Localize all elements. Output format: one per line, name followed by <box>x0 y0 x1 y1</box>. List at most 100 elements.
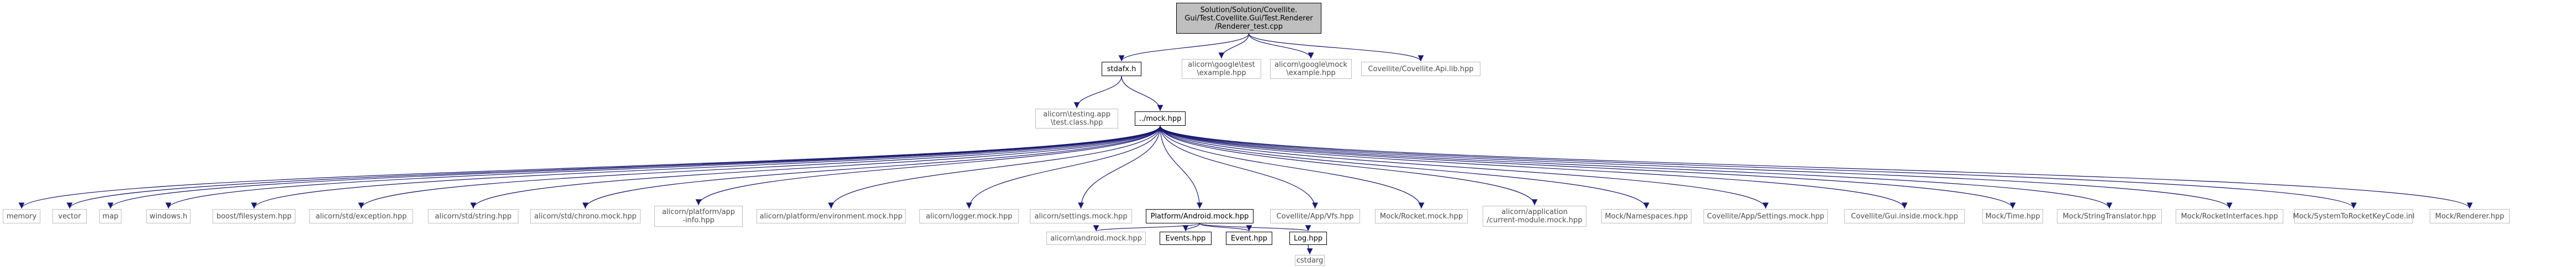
node-mock-namespaces[interactable]: Mock/Namespaces.hpp <box>1601 209 1691 223</box>
node-map[interactable]: map <box>99 209 121 223</box>
edge-mock-hpp-to-platform-app-info <box>695 125 1161 206</box>
node-label-line: Mock/StringTranslator.hpp <box>2062 212 2156 221</box>
edge-platform-android-to-android-mock <box>1093 223 1200 232</box>
node-label-line: Platform/Android.mock.hpp <box>1150 212 1249 221</box>
node-mock-time[interactable]: Mock/Time.hpp <box>1982 209 2043 223</box>
edge-mock-hpp-to-mock-time <box>1160 125 2016 209</box>
node-platform-env[interactable]: alicorn/platform/environment.mock.hpp <box>757 209 906 223</box>
node-label-line: Log.hpp <box>1293 234 1323 243</box>
edge-mock-hpp-to-mock-rocket-interfaces <box>1160 125 2233 209</box>
node-android-mock[interactable]: alicorn\android.mock.hpp <box>1046 232 1146 245</box>
node-label-line: /current-module.mock.hpp <box>1487 216 1583 225</box>
edge-mock-hpp-to-map <box>107 125 1161 209</box>
node-label-line: windows.h <box>149 212 188 221</box>
node-mock-rocket-interfaces[interactable]: Mock/RocketInterfaces.hpp <box>2176 209 2283 223</box>
node-label-line: alicorn/std/exception.hpp <box>315 212 407 221</box>
node-label-line: alicorn/application <box>1501 208 1568 216</box>
node-label-line: boost/filesystem.hpp <box>216 212 292 221</box>
node-logger[interactable]: alicorn/logger.mock.hpp <box>919 209 1019 223</box>
node-label-line: alicorn\google\test <box>1188 61 1255 69</box>
node-settings[interactable]: alicorn/settings.mock.hpp <box>1030 209 1132 223</box>
node-label-line: Covellite/App/Settings.mock.hpp <box>1707 212 1824 221</box>
node-vector[interactable]: vector <box>52 209 87 223</box>
edge-mock-hpp-to-mock-string-translator <box>1160 125 2113 209</box>
node-root[interactable]: Solution/Solution/Covellite.Gui/Test.Cov… <box>1176 3 1321 34</box>
node-testing-app[interactable]: alicorn\testing.app\test.class.hpp <box>1035 109 1118 129</box>
node-label-line: alicorn\google\mock <box>1274 61 1347 69</box>
node-label-line: alicorn/std/chrono.mock.hpp <box>534 212 637 221</box>
node-stdafx[interactable]: stdafx.h <box>1102 62 1141 76</box>
node-label-line: stdafx.h <box>1107 65 1136 73</box>
edge-mock-hpp-to-app-settings-mock <box>1160 125 1769 209</box>
edge-mock-hpp-to-mock-rocket <box>1160 125 1425 209</box>
node-label-line: Covellite/Covellite.Api.lib.hpp <box>1368 65 1474 73</box>
node-label-line: \example.hpp <box>1197 69 1246 77</box>
node-label-line: alicorn/std/string.hpp <box>435 212 512 221</box>
node-label-line: Covellite/App/Vfs.hpp <box>1276 212 1354 221</box>
node-label-line: Mock/Renderer.hpp <box>2435 212 2505 221</box>
node-mock-renderer[interactable]: Mock/Renderer.hpp <box>2430 209 2510 223</box>
node-std-chrono[interactable]: alicorn/std/chrono.mock.hpp <box>530 209 641 223</box>
edge-root-to-covellite-api-lib <box>1248 33 1424 62</box>
node-mock-rocket[interactable]: Mock/Rocket.mock.hpp <box>1375 209 1468 223</box>
node-label-line: Solution/Solution/Covellite. <box>1200 6 1298 14</box>
edge-mock-hpp-to-std-exception <box>358 125 1161 209</box>
node-label-line: map <box>102 212 119 221</box>
node-label-line: Gui/Test.Covellite.Gui/Test.Renderer <box>1184 14 1313 23</box>
edge-mock-hpp-to-mock-system-keycode <box>1160 125 2357 209</box>
node-event[interactable]: Event.hpp <box>1226 232 1272 245</box>
node-app-settings-mock[interactable]: Covellite/App/Settings.mock.hpp <box>1704 209 1828 223</box>
node-label-line: memory <box>6 212 37 221</box>
edge-root-to-gmock-example <box>1248 33 1314 59</box>
node-windows[interactable]: windows.h <box>146 209 191 223</box>
edge-mock-hpp-to-std-string <box>470 125 1161 209</box>
node-cstdarg[interactable]: cstdarg <box>1295 255 1325 266</box>
node-covellite-app-vfs[interactable]: Covellite/App/Vfs.hpp <box>1270 209 1360 223</box>
edge-mock-hpp-to-std-chrono <box>582 125 1161 209</box>
node-label-line: -info.hpp <box>683 216 715 225</box>
node-gtest-example[interactable]: alicorn\google\test\example.hpp <box>1182 59 1261 79</box>
node-app-current-module[interactable]: alicorn/application/current-module.mock.… <box>1483 206 1586 227</box>
node-label-line: cstdarg <box>1296 256 1324 265</box>
node-gmock-example[interactable]: alicorn\google\mock\example.hpp <box>1270 59 1352 79</box>
node-label-line: Mock/Rocket.mock.hpp <box>1379 212 1463 221</box>
edge-mock-hpp-to-boost-fs <box>251 125 1161 209</box>
node-covellite-api-lib[interactable]: Covellite/Covellite.Api.lib.hpp <box>1361 62 1480 76</box>
node-label-line: alicorn/platform/app <box>662 208 736 216</box>
node-label-line: ../mock.hpp <box>1139 114 1182 123</box>
node-label-line: /Renderer_test.cpp <box>1215 22 1283 31</box>
node-label-line: Events.hpp <box>1165 234 1206 243</box>
node-std-exception[interactable]: alicorn/std/exception.hpp <box>309 209 413 223</box>
node-label-line: alicorn\testing.app <box>1043 110 1110 119</box>
edge-root-to-gtest-example <box>1218 33 1250 59</box>
edge-mock-hpp-to-app-current-module <box>1160 125 1538 206</box>
node-log[interactable]: Log.hpp <box>1289 232 1327 245</box>
edge-mock-hpp-to-memory <box>18 125 1161 209</box>
node-mock-hpp[interactable]: ../mock.hpp <box>1135 111 1186 126</box>
node-mock-system-keycode[interactable]: Mock/SystemToRocketKeyCode.inl <box>2293 209 2415 223</box>
edge-root-to-stdafx <box>1118 33 1250 62</box>
node-boost-fs[interactable]: boost/filesystem.hpp <box>213 209 295 223</box>
edge-platform-android-to-events <box>1182 223 1200 232</box>
node-label-line: Mock/Time.hpp <box>1985 212 2040 221</box>
node-memory[interactable]: memory <box>3 209 40 223</box>
node-events[interactable]: Events.hpp <box>1160 232 1212 245</box>
edge-mock-hpp-to-gui-inside <box>1160 125 1908 209</box>
edge-log-to-cstdarg <box>1306 244 1313 255</box>
edge-mock-hpp-to-platform-env <box>828 125 1161 209</box>
node-label-line: \example.hpp <box>1286 69 1336 77</box>
edge-mock-hpp-to-settings <box>1078 125 1161 209</box>
edge-platform-android-to-log <box>1199 223 1311 232</box>
node-gui-inside[interactable]: Covellite/Gui.inside.mock.hpp <box>1844 209 1965 223</box>
edge-mock-hpp-to-windows <box>165 125 1161 209</box>
node-std-string[interactable]: alicorn/std/string.hpp <box>428 209 519 223</box>
edge-mock-hpp-to-covellite-app-vfs <box>1160 125 1318 209</box>
node-mock-string-translator[interactable]: Mock/StringTranslator.hpp <box>2057 209 2162 223</box>
node-label-line: Covellite/Gui.inside.mock.hpp <box>1851 212 1958 221</box>
node-label-line: alicorn/logger.mock.hpp <box>925 212 1013 221</box>
node-label-line: alicorn/settings.mock.hpp <box>1034 212 1128 221</box>
edge-mock-hpp-to-platform-android <box>1160 125 1203 209</box>
node-platform-app-info[interactable]: alicorn/platform/app-info.hpp <box>654 206 743 227</box>
node-platform-android[interactable]: Platform/Android.mock.hpp <box>1146 209 1253 223</box>
